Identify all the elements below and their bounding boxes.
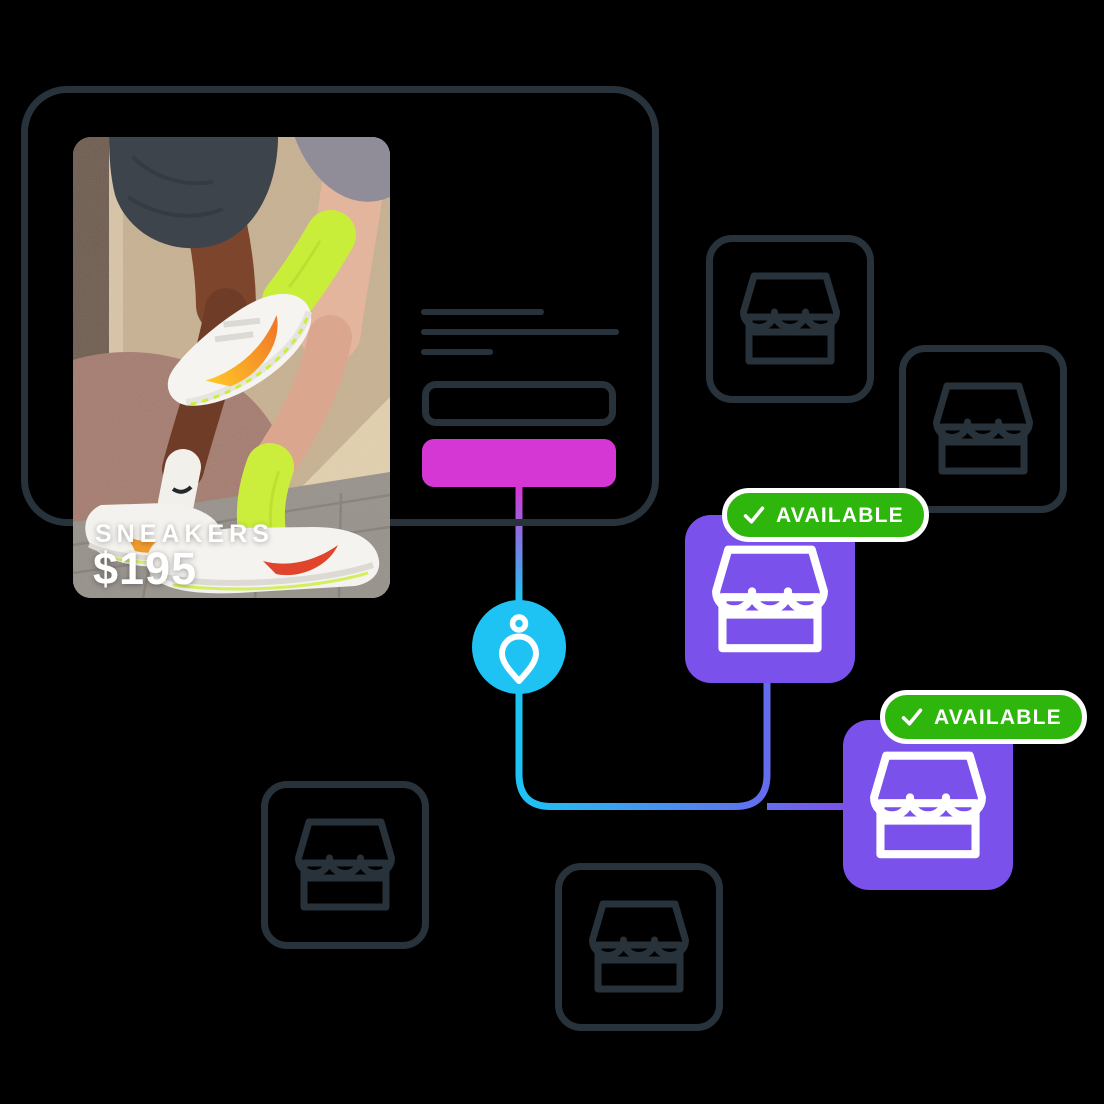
availability-badge-label: AVAILABLE: [776, 503, 904, 527]
storefront-icon: [870, 751, 986, 860]
cta-button[interactable]: [422, 439, 616, 487]
storefront-icon: [295, 818, 395, 912]
storefront-icon: [933, 382, 1033, 476]
product-photo: SNEAKERS $195: [73, 137, 390, 598]
text-placeholder-line: [421, 329, 619, 335]
store-unavailable-3: [261, 781, 429, 949]
text-placeholder-line: [421, 349, 493, 355]
storefront-icon: [589, 900, 689, 994]
store-available-2: [843, 720, 1013, 890]
text-placeholder-line: [421, 309, 544, 315]
store-unavailable-1: [706, 235, 874, 403]
store-unavailable-4: [555, 863, 723, 1031]
availability-badge: AVAILABLE: [880, 690, 1087, 744]
input-field-placeholder[interactable]: [422, 381, 616, 426]
availability-badge-label: AVAILABLE: [934, 705, 1062, 729]
product-price: $195: [93, 543, 198, 594]
storefront-icon: [740, 272, 840, 366]
check-icon: [743, 506, 765, 524]
location-pin-icon: [472, 600, 566, 694]
availability-badge: AVAILABLE: [722, 488, 929, 542]
store-available-1: [685, 515, 855, 683]
check-icon: [901, 708, 923, 726]
photo-illustration: [73, 137, 390, 598]
connector-pin-to-store-1: [515, 682, 771, 810]
store-unavailable-2: [899, 345, 1067, 513]
product-label: SNEAKERS: [95, 520, 274, 548]
storefront-icon: [712, 545, 828, 654]
